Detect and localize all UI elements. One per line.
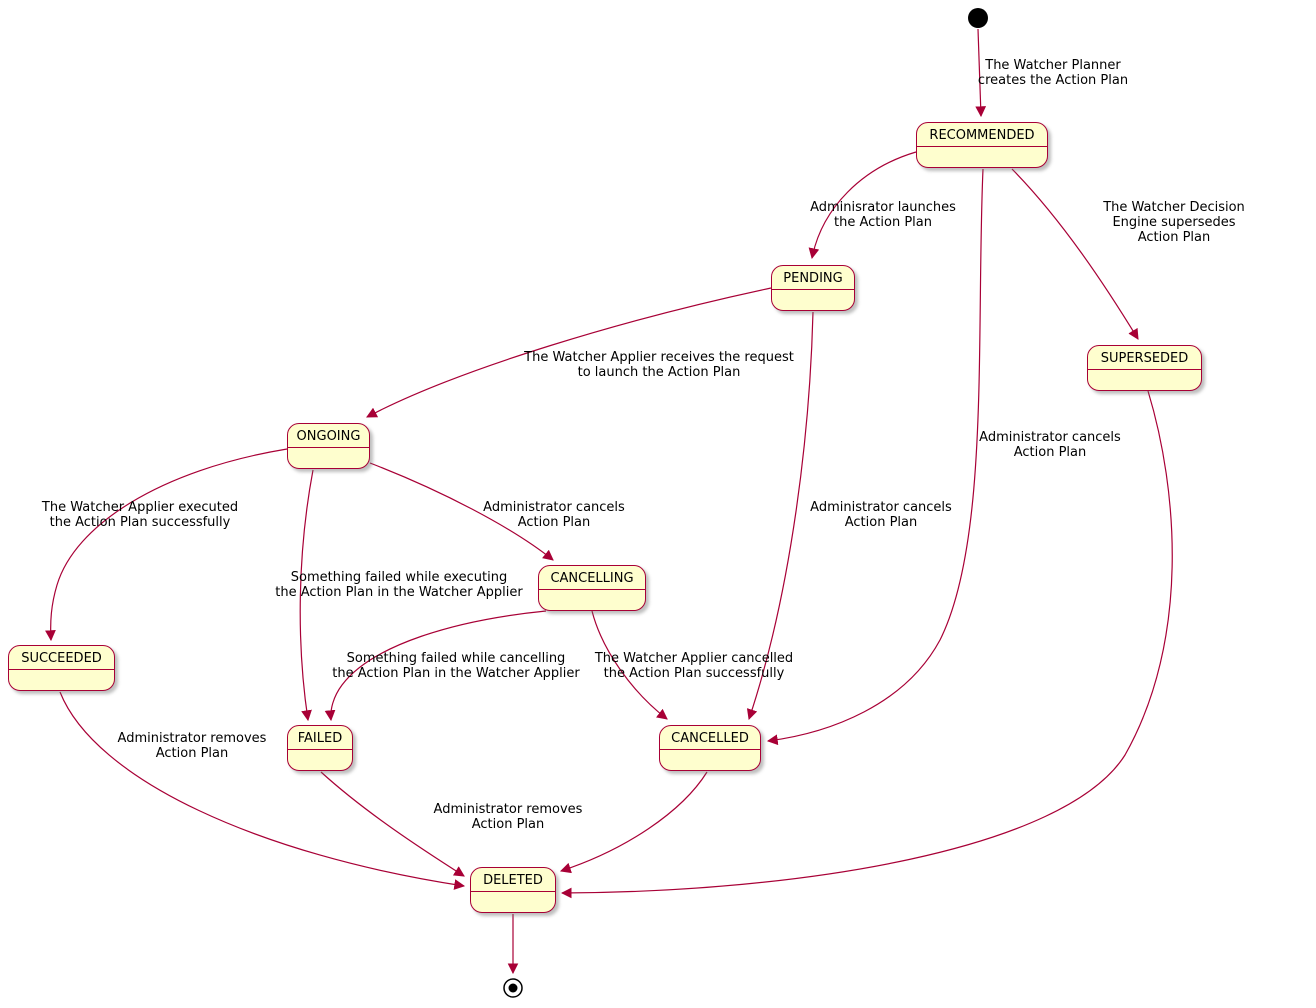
label-ongoing-succeeded: The Watcher Applier executed the Action …	[41, 500, 239, 530]
state-deleted-label: DELETED	[471, 868, 555, 892]
edge-recommended-cancelled	[766, 168, 984, 746]
edge-superseded-deleted	[560, 390, 1173, 899]
state-pending-label: PENDING	[772, 266, 854, 290]
label-ongoing-cancelling: Administrator cancels Action Plan	[483, 500, 625, 530]
state-recommended: RECOMMENDED	[916, 122, 1048, 168]
label-recommended-superseded: The Watcher Decision Engine supersedes A…	[1103, 200, 1245, 245]
edge-ongoing-failed	[299, 469, 314, 722]
state-failed-label: FAILED	[288, 726, 352, 750]
edge-cancelling-cancelled	[591, 610, 668, 720]
state-superseded: SUPERSEDED	[1087, 345, 1202, 391]
final-state-inner-dot	[508, 983, 518, 993]
edge-succeeded-deleted	[59, 691, 466, 890]
label-cancelling-cancelled: The Watcher Applier cancelled the Action…	[594, 651, 794, 681]
label-recommended-cancelled: Administrator cancels Action Plan	[979, 430, 1121, 460]
state-failed-body	[288, 750, 352, 770]
state-pending: PENDING	[771, 265, 855, 311]
state-ongoing-body	[288, 448, 369, 468]
edge-ongoing-cancelling	[369, 462, 554, 561]
label-ongoing-failed: Something failed while executing the Act…	[275, 570, 523, 600]
label-failed-deleted: Administrator removes Action Plan	[433, 802, 583, 832]
state-recommended-body	[917, 147, 1047, 167]
state-cancelled-label: CANCELLED	[660, 726, 760, 750]
state-succeeded-body	[9, 670, 114, 690]
state-superseded-body	[1088, 370, 1201, 390]
edge-pending-ongoing	[366, 287, 772, 418]
state-pending-body	[772, 290, 854, 310]
label-cancelling-failed: Something failed while cancelling the Ac…	[332, 651, 580, 681]
edge-pending-cancelled	[746, 311, 814, 721]
state-succeeded-label: SUCCEEDED	[9, 646, 114, 670]
state-ongoing-label: ONGOING	[288, 424, 369, 448]
label-recommended-pending: Adminisrator launches the Action Plan	[810, 200, 956, 230]
state-cancelling-label: CANCELLING	[539, 566, 645, 590]
state-deleted-body	[471, 892, 555, 912]
state-cancelled: CANCELLED	[659, 725, 761, 771]
state-failed: FAILED	[287, 725, 353, 771]
initial-state-dot	[968, 8, 988, 28]
state-cancelling: CANCELLING	[538, 565, 646, 611]
edge-recommended-pending	[808, 151, 917, 260]
state-deleted: DELETED	[470, 867, 556, 913]
edge-ongoing-succeeded	[45, 448, 288, 642]
edge-start-recommended	[975, 28, 987, 118]
label-pending-ongoing: The Watcher Applier receives the request…	[524, 350, 794, 380]
label-start-recommended: The Watcher Planner creates the Action P…	[977, 58, 1129, 88]
label-pending-cancelled: Administrator cancels Action Plan	[810, 500, 952, 530]
state-recommended-label: RECOMMENDED	[917, 123, 1047, 147]
edge-recommended-superseded	[1011, 168, 1139, 340]
edge-cancelling-failed	[324, 610, 547, 722]
label-succeeded-deleted: Administrator removes Action Plan	[117, 731, 267, 761]
edge-failed-deleted	[320, 771, 465, 877]
state-ongoing: ONGOING	[287, 423, 370, 469]
state-cancelling-body	[539, 590, 645, 610]
state-succeeded: SUCCEEDED	[8, 645, 115, 691]
edge-cancelled-deleted	[559, 771, 708, 874]
state-superseded-label: SUPERSEDED	[1088, 346, 1201, 370]
state-cancelled-body	[660, 750, 760, 770]
